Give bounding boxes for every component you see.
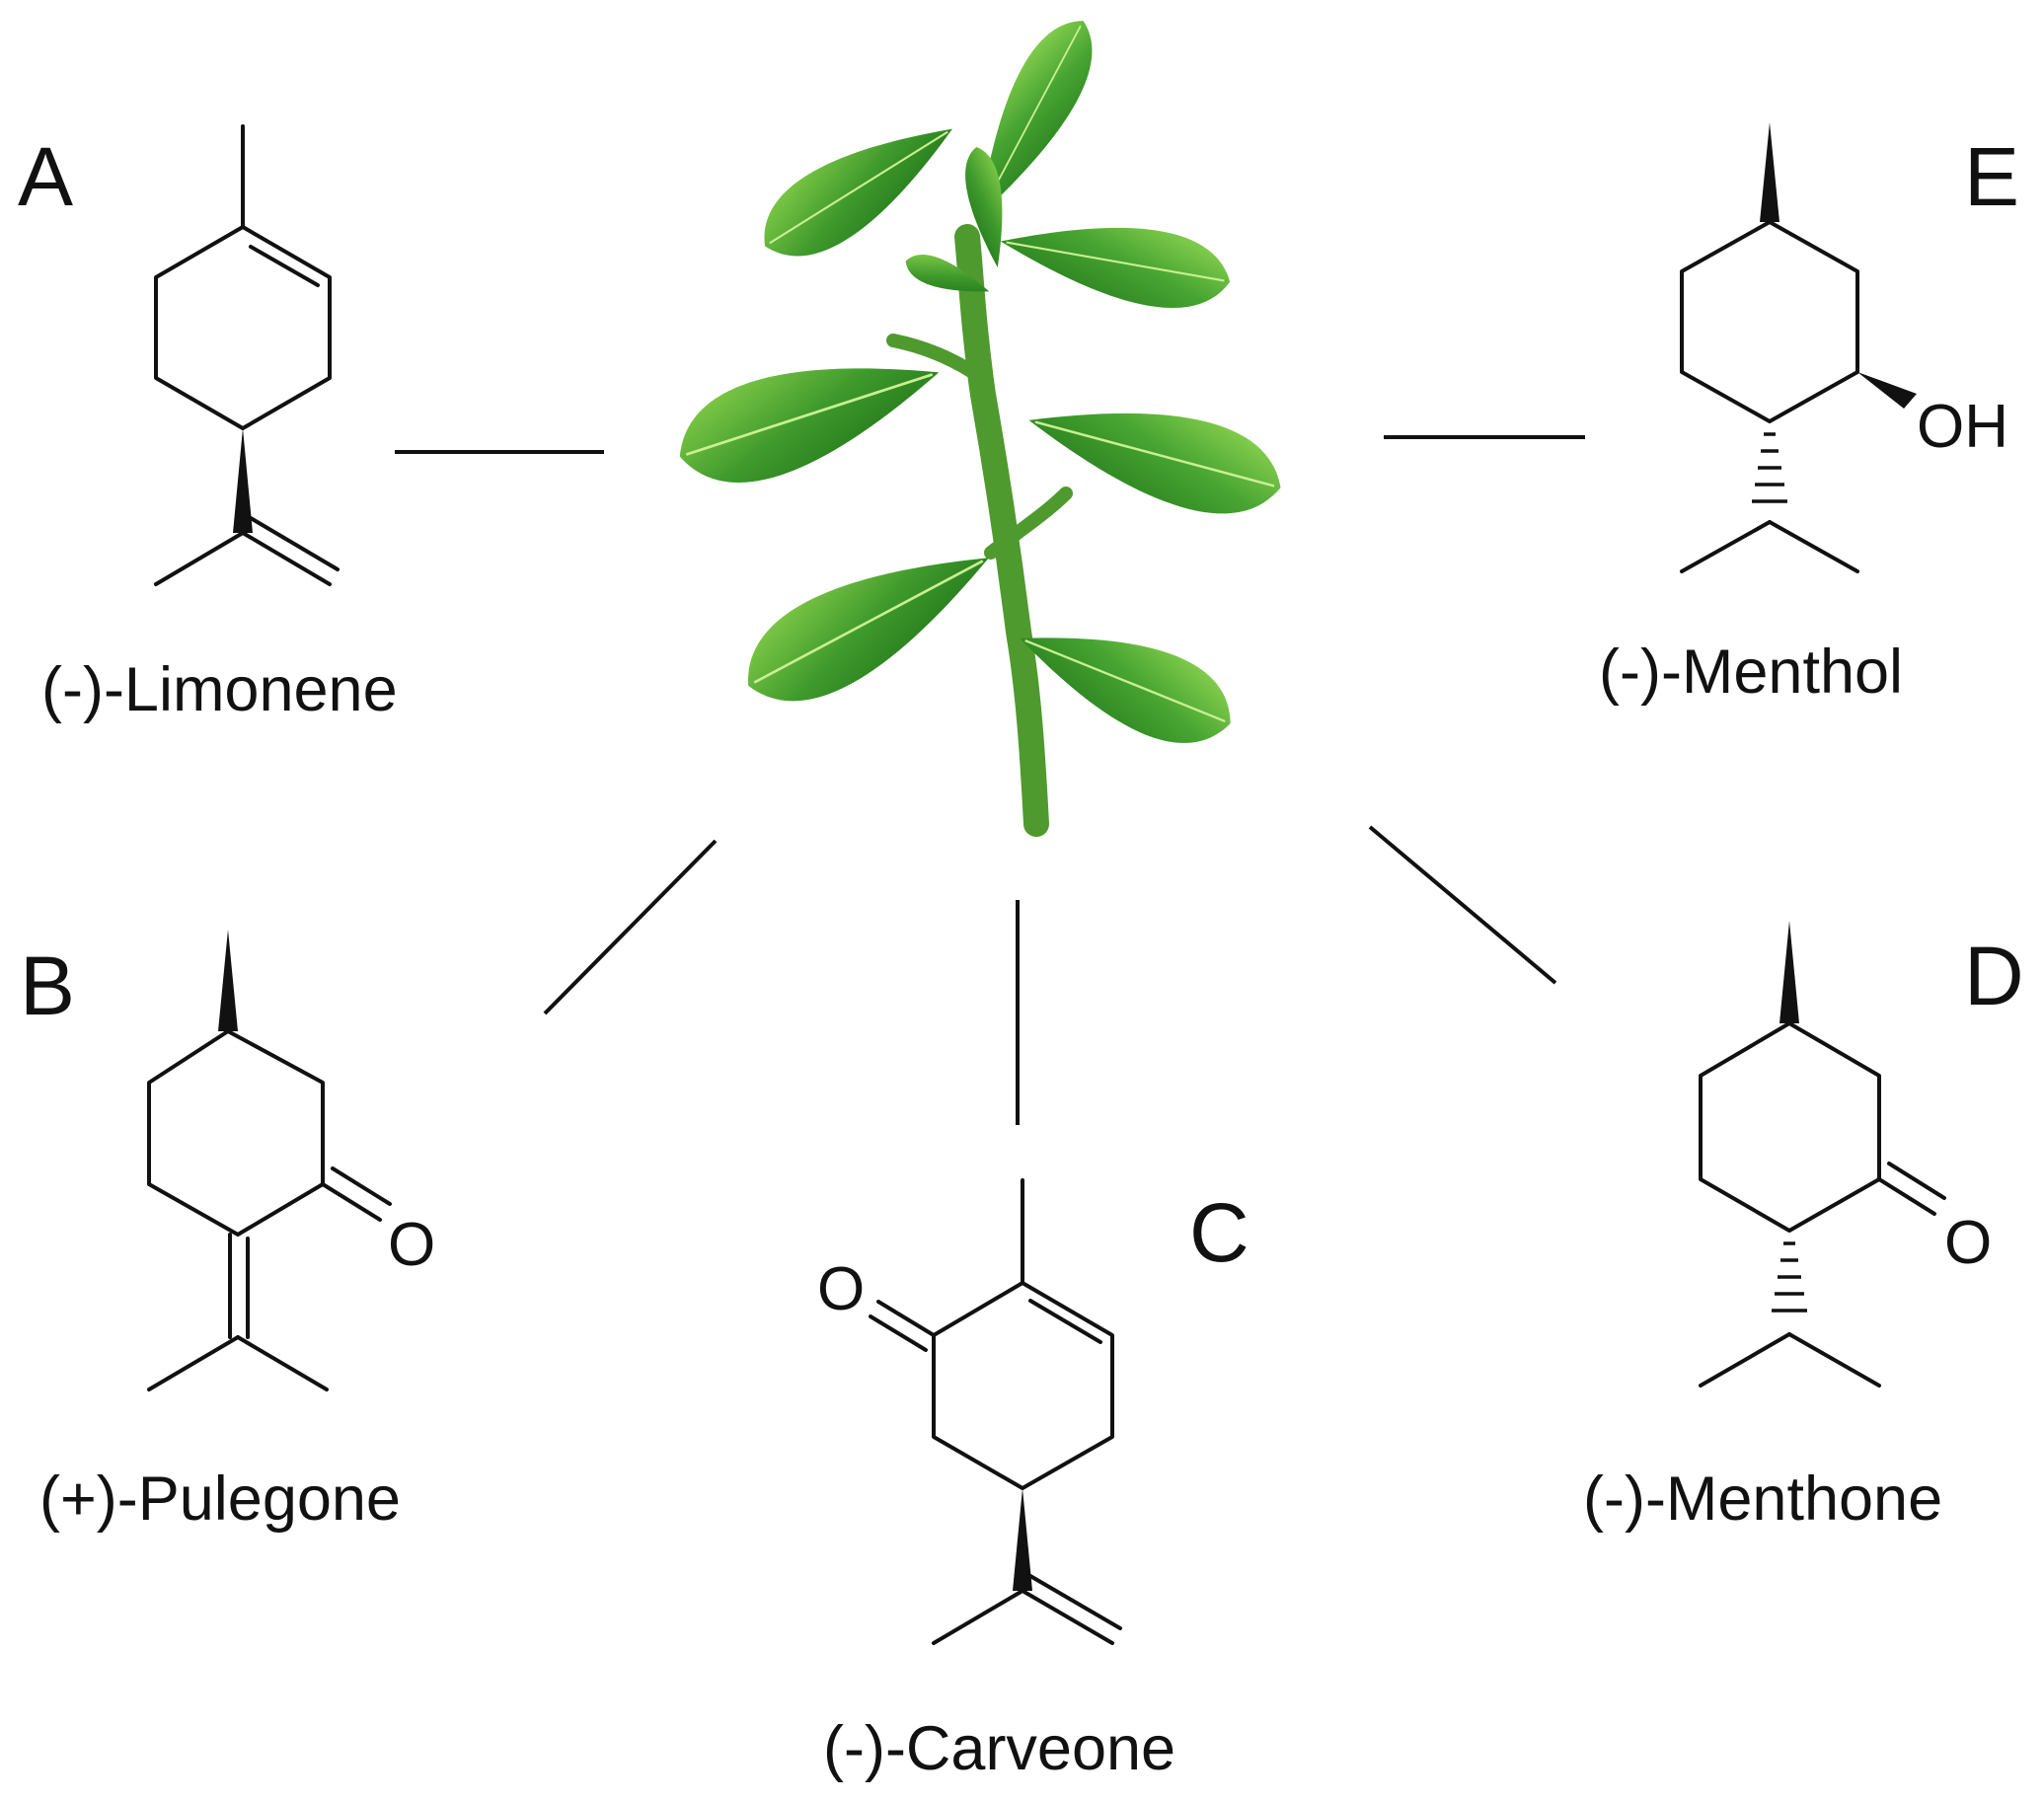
menthone-structure <box>1699 921 1946 1388</box>
panel-letter-b: B <box>20 939 75 1032</box>
limonene-structure <box>154 124 340 586</box>
compound-name-d: (-)-Menthone <box>1583 1464 1942 1534</box>
atom-label-d-oxygen: O <box>1944 1209 1992 1277</box>
panel-letter-e: E <box>1964 130 2019 223</box>
connector-d <box>1368 825 1557 985</box>
atom-label-b-oxygen: O <box>388 1211 435 1279</box>
compound-name-a: (-)-Limonene <box>41 655 398 724</box>
pulegone-structure <box>147 930 392 1391</box>
mint-plant-icon <box>664 5 1293 837</box>
compound-name-b: (+)-Pulegone <box>39 1464 401 1534</box>
menthol-structure <box>1680 122 1917 573</box>
atom-label-c-oxygen: O <box>817 1255 865 1323</box>
carveone-structure <box>869 1178 1122 1645</box>
compound-name-c: (-)-Carveone <box>823 1714 1175 1783</box>
panel-letter-d: D <box>1964 930 2024 1022</box>
compound-name-e: (-)-Menthol <box>1599 638 1903 707</box>
panel-letter-a: A <box>18 130 73 223</box>
connector-b <box>543 839 718 1015</box>
panel-letter-c: C <box>1189 1186 1249 1279</box>
atom-label-e-hydroxyl: OH <box>1917 393 2008 461</box>
